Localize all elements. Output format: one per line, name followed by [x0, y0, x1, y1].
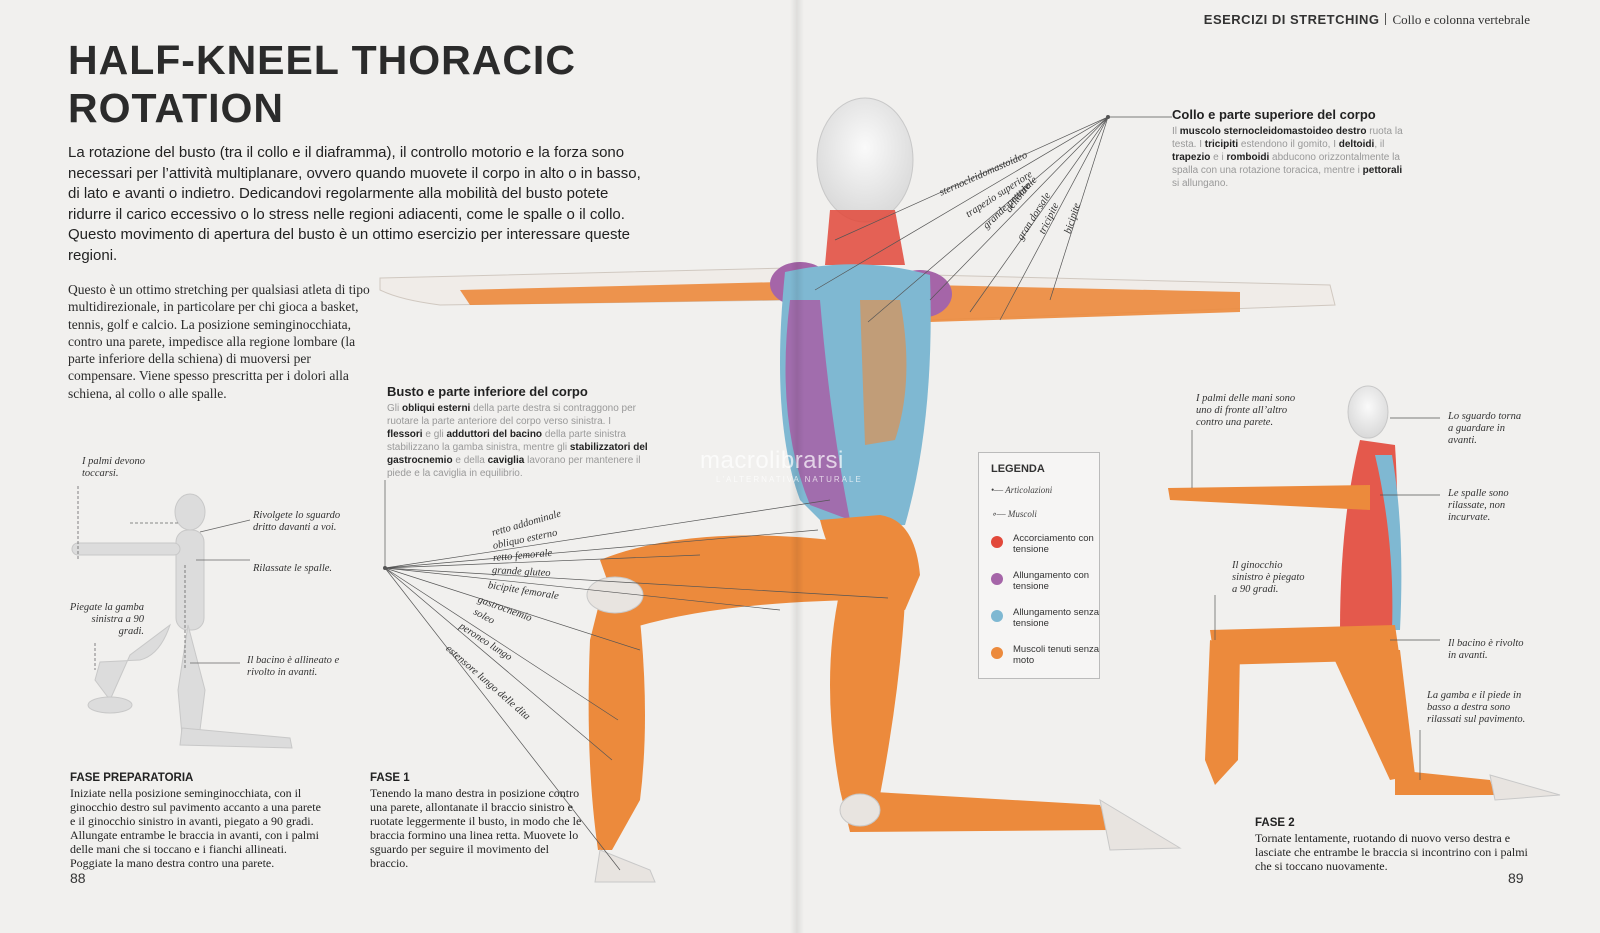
page-title: HALF-KNEEL THORACIC ROTATION — [68, 37, 576, 131]
upper-text-4: estendono il gomito, I — [1238, 139, 1339, 150]
watermark-tagline: L'ALTERNATIVA NATURALE — [716, 475, 863, 484]
lower-text-5: adduttori del bacino — [446, 429, 543, 440]
fase2-note-gaze: Lo sguardo torna a guardare in avanti. — [1448, 411, 1522, 446]
upper-text-5: deltoidi — [1338, 139, 1375, 150]
legend-swatch-red — [991, 536, 1003, 548]
running-header: ESERCIZI DI STRETCHING Collo e colonna ve… — [1204, 12, 1530, 28]
legend-item-label: Accorciamento con tensione — [1013, 533, 1094, 555]
upper-text-0: Il — [1172, 126, 1180, 137]
fase2-note-knee: Il ginocchio sinistro è piegato a 90 gra… — [1232, 560, 1305, 595]
prep-note-palms: I palmi devono toccarsi. — [82, 456, 145, 479]
legend-swatch-orange — [991, 647, 1003, 659]
prep-guides — [77, 486, 186, 670]
page-number-right: 89 — [1508, 870, 1524, 886]
legend-item-label: Allungamento con tensione — [1013, 570, 1090, 592]
upper-text-11: pettorali — [1362, 165, 1403, 176]
lower-text-1: obliqui esterni — [402, 403, 471, 414]
watermark-brand: macrolibrarsi — [700, 447, 844, 474]
upper-text-1: muscolo sternocleidomastoideo destro — [1179, 126, 1367, 137]
upper-text-3: tricipiti — [1204, 139, 1239, 150]
legend-item-label: Muscoli tenuti senza moto — [1013, 644, 1100, 666]
fase2-leaders — [1191, 417, 1440, 780]
main-figure — [379, 97, 1336, 883]
page-gutter — [790, 0, 804, 933]
upper-text-9: romboidi — [1226, 152, 1270, 163]
lower-text-6: della parte sinistra stabilizzano la gam… — [387, 429, 626, 453]
caption-fase2-text: Tornate lentamente, ruotando di nuovo ve… — [1255, 831, 1528, 873]
legend-key-joints: •–– Articolazioni — [991, 485, 1053, 495]
lower-text-9: caviglia — [487, 455, 525, 466]
legend-key-muscles-text: Muscoli — [1007, 509, 1037, 519]
lower-text-3: flessori — [387, 429, 423, 440]
upper-text-2: ruota la testa. I — [1172, 126, 1403, 150]
upper-leaders — [814, 116, 1172, 323]
fase2-figure — [1168, 385, 1561, 801]
fase2-note-palms: I palmi delle mani sono uno di fronte al… — [1196, 393, 1296, 428]
lower-text-8: e della — [452, 455, 488, 466]
legend-key-muscles: ∘–– Muscoli — [991, 509, 1037, 519]
lower-text-0: Gli — [387, 403, 402, 414]
upper-body-heading: Collo e parte superiore del corpo — [1172, 107, 1376, 122]
caption-fase1-text: Tenendo la mano destra in posizione cont… — [370, 786, 582, 870]
fase2-note-pelvis: Il bacino è rivolto in avanti. — [1448, 638, 1524, 661]
page-number-left: 88 — [70, 870, 86, 886]
legend-box: LEGENDA •–– Articolazioni ∘–– Muscoli Ac… — [978, 452, 1100, 679]
caption-prep: FASE PREPARATORIA Iniziate nella posizio… — [70, 771, 322, 870]
lower-body-heading: Busto e parte inferiore del corpo — [387, 384, 588, 399]
fase2-note-shoulders: Le spalle sono rilassate, non incurvate. — [1448, 488, 1509, 523]
legend-swatch-blue — [991, 610, 1003, 622]
caption-fase1-phase: FASE 1 — [370, 772, 410, 784]
lower-body-block: Busto e parte inferiore del corpo Gli ob… — [387, 384, 649, 480]
prep-note-gaze: Rivolgete lo sguardo dritto davanti a vo… — [253, 510, 341, 533]
prep-leaders — [190, 519, 251, 664]
legend-swatch-purple — [991, 573, 1003, 585]
lower-text-10: lavorano per mantenere il piede e la cav… — [387, 455, 641, 479]
upper-body-block: Collo e parte superiore del corpo Il mus… — [1172, 107, 1412, 190]
upper-text-6: , il — [1374, 139, 1385, 150]
upper-text-7: trapezio — [1172, 152, 1211, 163]
upper-text-10: abducono orizzontalmente la spalla con u… — [1172, 152, 1400, 176]
lower-leaders — [384, 480, 889, 871]
caption-prep-text: Iniziate nella posizione seminginocchiat… — [70, 786, 321, 870]
upper-text-12: si allungano. — [1172, 178, 1229, 189]
body-paragraph: Questo è un ottimo stretching per qualsi… — [68, 282, 370, 401]
upper-text-8: e i — [1210, 152, 1227, 163]
fase2-note-leg: La gamba e il piede in basso a destra so… — [1427, 690, 1526, 725]
prep-note-leg: Piegate la gamba sinistra a 90 gradi. — [69, 602, 144, 637]
caption-fase2-phase: FASE 2 — [1255, 817, 1295, 829]
caption-fase1: FASE 1 Tenendo la mano destra in posizio… — [370, 771, 590, 870]
legend-key-joints-text: Articolazioni — [1005, 485, 1053, 495]
lead-paragraph: La rotazione del busto (tra il collo e i… — [68, 144, 641, 264]
caption-fase2: FASE 2 Tornate lentamente, ruotando di n… — [1255, 816, 1530, 873]
header-section: ESERCIZI DI STRETCHING — [1203, 12, 1380, 27]
header-subsection: Collo e colonna vertebrale — [1392, 12, 1530, 27]
caption-prep-phase: FASE PREPARATORIA — [70, 772, 194, 784]
lower-text-7: stabilizzatori del gastrocnemio — [387, 442, 648, 466]
lower-text-4: e gli — [422, 429, 447, 440]
prep-note-shoulders: Rilassate le spalle. — [253, 563, 333, 574]
legend-item-label: Allungamento senza tensione — [1013, 607, 1100, 629]
prep-note-pelvis: Il bacino è allineato e rivolto in avant… — [247, 655, 340, 678]
lower-text-2: della parte destra si contraggono per ru… — [387, 403, 637, 427]
legend-title: LEGENDA — [991, 463, 1045, 475]
header-divider — [1385, 13, 1387, 25]
